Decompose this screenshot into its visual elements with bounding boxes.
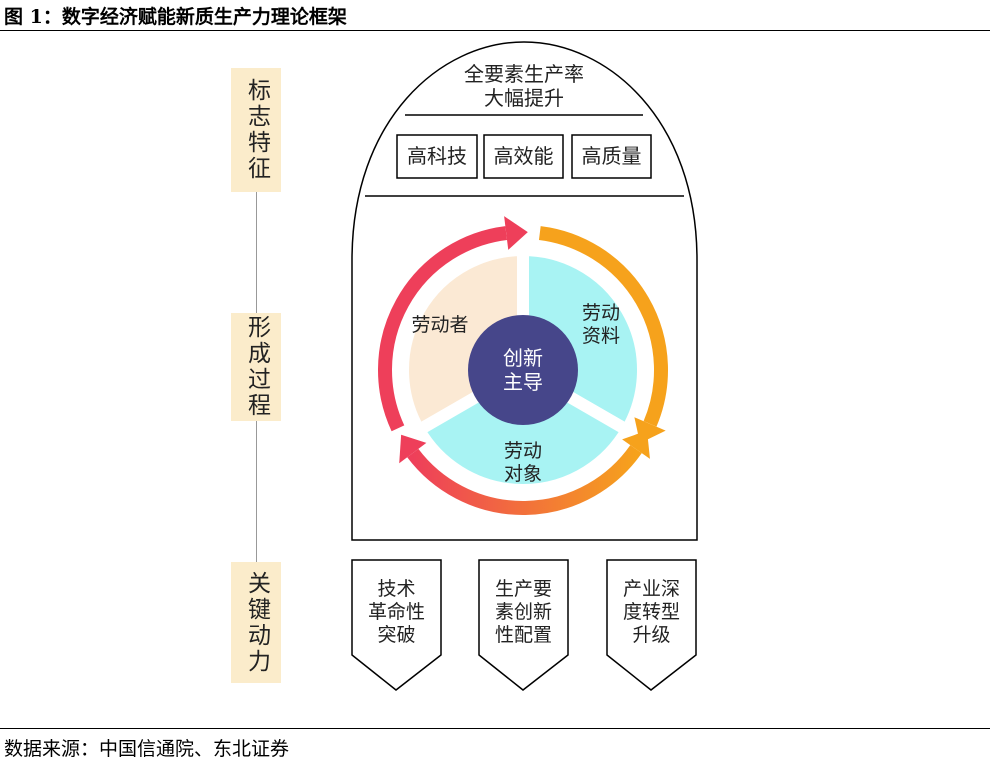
source-rule [0, 728, 990, 729]
driver-2-line1: 生产要 [494, 578, 552, 600]
figure-title: 图 1：数字经济赋能新质生产力理论框架 [4, 6, 347, 28]
sector-means-line2: 资料 [581, 325, 620, 347]
top-line2: 大幅提升 [484, 86, 564, 110]
cycle-diagram [378, 216, 668, 515]
box-quality [571, 134, 652, 179]
driver-2-line2: 素创新 [494, 601, 552, 623]
driver-shape-3 [606, 559, 697, 691]
sector-object-line2: 对象 [503, 463, 542, 485]
innovation-core-circle [468, 315, 578, 425]
arrow-bottom-head [622, 430, 650, 459]
title-rule [0, 30, 990, 31]
sector-object-line1: 劳动 [503, 440, 542, 462]
driver-3-line2: 度转型 [622, 601, 680, 623]
driver-1-line3: 突破 [377, 624, 416, 646]
driver-shape-1 [351, 559, 442, 691]
driver-3-line1: 产业深 [622, 578, 680, 600]
driver-3-line3: 升级 [632, 624, 671, 646]
driver-shape-2 [478, 559, 569, 691]
center-line1: 创新 [503, 346, 543, 370]
side-label-process: 形成过程 [231, 313, 281, 421]
source-note: 数据来源：中国信通院、东北证券 [4, 738, 290, 760]
side-label-features: 标志特征 [231, 68, 281, 192]
driver-2-line3: 性配置 [494, 624, 552, 646]
box-label-quality: 高质量 [581, 144, 642, 168]
sector-means-line1: 劳动 [581, 302, 620, 324]
box-label-efficiency: 高效能 [493, 144, 554, 168]
box-label-hightech: 高科技 [407, 144, 467, 168]
top-line1: 全要素生产率 [464, 62, 584, 86]
arrow-red-arc [378, 226, 508, 432]
sector-laborer: 劳动者 [411, 314, 469, 336]
side-label-drivers: 关键动力 [231, 562, 281, 683]
sector-object-wedge [410, 363, 636, 496]
driver-1-line1: 技术 [377, 578, 416, 600]
box-efficiency [483, 134, 564, 179]
driver-1-line2: 革命性 [367, 601, 425, 623]
box-hightech [396, 134, 478, 179]
arrow-bottom-arc [407, 445, 642, 515]
arrow-orange-arc [538, 226, 668, 427]
arrow-red-head [504, 216, 528, 250]
arrow-bottom-left-head [399, 434, 427, 464]
center-line2: 主导 [503, 370, 543, 394]
